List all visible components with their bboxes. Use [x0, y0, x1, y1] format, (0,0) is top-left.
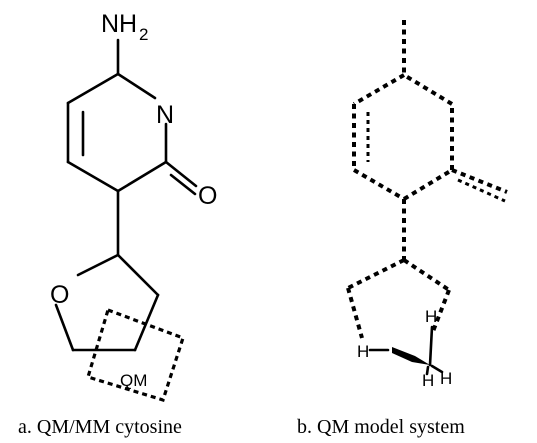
bond-c5-o-double	[169, 173, 197, 196]
dashed-bond-p3	[347, 258, 405, 290]
dashed-bond-p4	[346, 287, 364, 339]
carbonyl-oxygen-label: O	[198, 182, 217, 210]
dashed-bond-exo-double	[457, 178, 506, 203]
bond-c4-c5	[116, 160, 168, 193]
bond-n-c1	[116, 72, 157, 100]
bond-c3-c4	[66, 160, 120, 193]
dashed-bond-p2	[430, 289, 451, 335]
bond-methyl-h-bottom-2	[430, 364, 444, 374]
bond-o-c6	[76, 253, 120, 277]
amine-nh-label: NH	[101, 10, 137, 38]
ring-nitrogen-label: N	[156, 101, 174, 129]
dashed-bond-h3	[352, 168, 406, 201]
bond-c7-c8	[133, 293, 160, 352]
bond-c1-c2	[66, 72, 120, 105]
dashed-bond-p1	[402, 258, 451, 292]
dashed-bond-h4	[402, 168, 454, 201]
bond-methyl-h-bottom	[425, 365, 430, 376]
caption-a: a. QM/MM cytosine	[18, 416, 182, 438]
qm-region-box	[86, 307, 185, 402]
ring-oxygen-label: O	[50, 281, 69, 309]
hydrogen-left-label: H	[357, 342, 369, 361]
panel-b-qm-model-system: H H H H b. QM model system	[297, 20, 508, 438]
bond-c9-o	[54, 303, 75, 352]
bond-c6-c7	[116, 253, 160, 297]
hydrogen-bottom-1-label: H	[422, 371, 434, 390]
bond-c5-o	[164, 160, 198, 188]
qm-region-label: QM	[120, 371, 147, 390]
caption-b: b. QM model system	[297, 416, 465, 438]
panel-a-qmmm-cytosine: NH 2 N O O QM a. QM/MM cytosine	[18, 10, 217, 438]
dashed-bond-h6	[402, 73, 454, 106]
methyl-wedge-bond	[392, 347, 430, 365]
amine-subscript-label: 2	[139, 25, 148, 44]
bond-methyl-h-top	[428, 325, 434, 367]
dashed-bond-exo	[451, 168, 508, 194]
dashed-bond-h1	[352, 73, 406, 106]
hydrogen-top-label: H	[425, 307, 437, 326]
hydrogen-bottom-2-label: H	[440, 369, 452, 388]
